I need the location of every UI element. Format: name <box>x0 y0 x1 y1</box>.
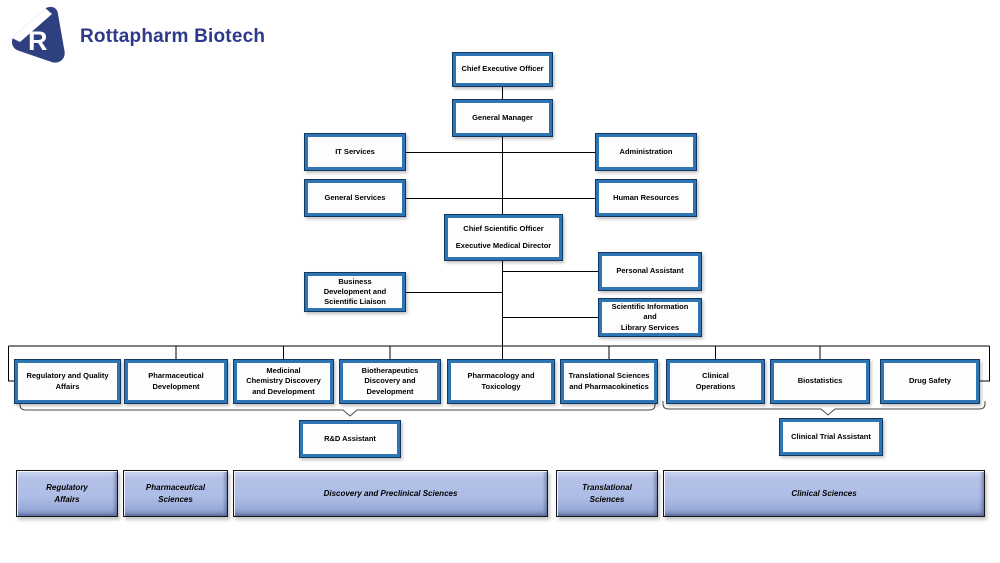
org-box-general-manager: General Manager <box>452 99 553 137</box>
org-box-cso: Chief Scientific Officer Executive Medic… <box>444 214 563 261</box>
org-box-personal-assistant: Personal Assistant <box>598 252 702 291</box>
band-discovery-preclinical-sciences: Discovery and Preclinical Sciences <box>233 470 548 517</box>
company-title: Rottapharm Biotech <box>80 26 266 47</box>
org-box-human-resources: Human Resources <box>595 179 697 217</box>
group-brackets <box>19 401 986 417</box>
logo-letter: R <box>28 26 48 56</box>
org-box-business-development: Business Development and Scientific Liai… <box>304 272 406 312</box>
org-box-biotherapeutics: Biotherapeutics Discovery and Developmen… <box>339 359 441 404</box>
logo-swoosh <box>11 7 52 42</box>
org-box-pharmacology-toxicology: Pharmacology and Toxicology <box>447 359 555 404</box>
org-box-clinical-operations: Clinical Operations <box>666 359 765 404</box>
org-box-rd-assistant: R&D Assistant <box>299 420 401 458</box>
cso-title-line2: Executive Medical Director <box>455 240 552 250</box>
band-translational-sciences: Translational Sciences <box>556 470 658 517</box>
cso-title-line1: Chief Scientific Officer <box>463 224 544 234</box>
org-box-clinical-trial-assistant: Clinical Trial Assistant <box>779 418 883 456</box>
band-regulatory-affairs: Regulatory Affairs <box>16 470 118 517</box>
org-box-translational-sciences: Translational Sciences and Pharmacokinet… <box>560 359 658 404</box>
org-box-regulatory-quality-affairs: Regulatory and Quality Affairs <box>14 359 121 404</box>
org-box-it-services: IT Services <box>304 133 406 171</box>
org-box-scientific-information: Scientific Information and Library Servi… <box>598 298 702 337</box>
rottapharm-logo-icon: R <box>11 6 65 63</box>
band-clinical-sciences: Clinical Sciences <box>663 470 985 517</box>
band-pharmaceutical-sciences: Pharmaceutical Sciences <box>123 470 228 517</box>
org-box-administration: Administration <box>595 133 697 171</box>
org-box-biostatistics: Biostatistics <box>770 359 870 404</box>
org-box-ceo: Chief Executive Officer <box>452 52 553 87</box>
logo-triangle <box>11 6 65 63</box>
org-box-pharmaceutical-development: Pharmaceutical Development <box>124 359 228 404</box>
org-box-general-services: General Services <box>304 179 406 217</box>
org-box-medicinal-chemistry: Medicinal Chemistry Discovery and Develo… <box>233 359 334 404</box>
org-box-drug-safety: Drug Safety <box>880 359 980 404</box>
